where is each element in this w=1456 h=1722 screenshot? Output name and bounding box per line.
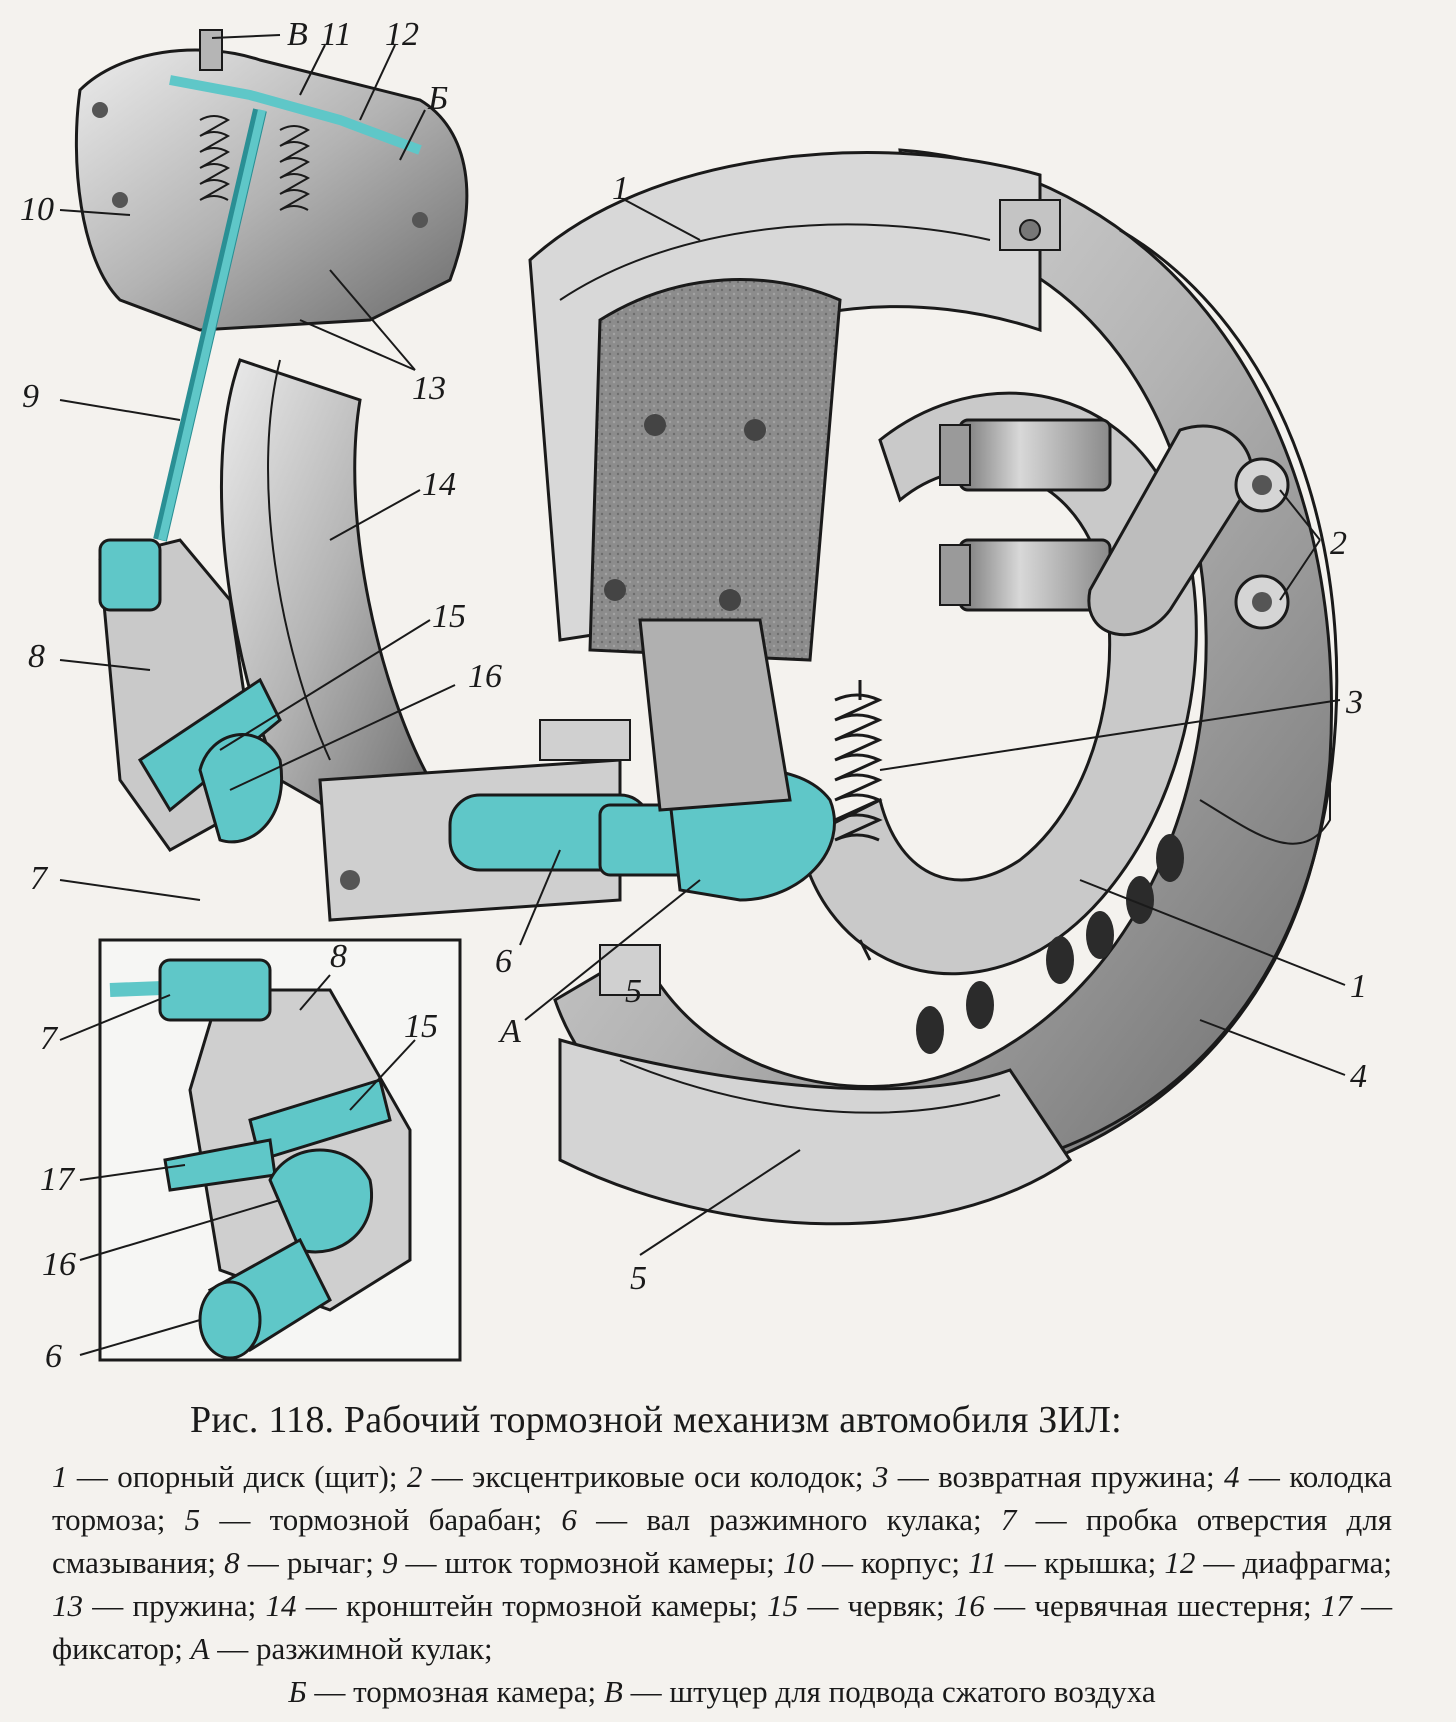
brake-illustration: [59, 29, 1346, 1362]
label-10: 10: [20, 191, 54, 228]
label-4: 4: [1350, 1058, 1367, 1095]
brake-mechanism-figure: В 11 12 Б 10 1 13 9 14 2 15 8 16 3 7 6 1…: [20, 16, 1367, 1375]
label-9: 9: [22, 378, 39, 415]
figure-legend: 1 — опорный диск (щит); 2 — эксцентриков…: [52, 1455, 1392, 1713]
label-8-main: 8: [28, 638, 45, 675]
legend-item-12: 12 — диафрагма;: [1164, 1545, 1393, 1580]
legend-item-7: 7 — пробка отверстия для смазывания;: [52, 1502, 1393, 1580]
label-1-top: 1: [612, 170, 629, 207]
label-3: 3: [1346, 684, 1363, 721]
legend-item-5: 5 — тормозной барабан;: [184, 1502, 543, 1537]
label-a: А: [500, 1013, 521, 1050]
backing-plate: [798, 391, 1198, 1054]
inset-detail: [98, 938, 462, 1362]
legend-item-9: 9 — шток тормозной камеры;: [381, 1545, 775, 1580]
brake-shoe-upper: [528, 151, 1061, 662]
return-spring: [834, 680, 883, 961]
legend-item-1: 1 — опорный диск (щит);: [52, 1459, 398, 1494]
label-5-bottom: 5: [630, 1260, 647, 1297]
chamber-bracket: [219, 358, 432, 863]
label-12: 12: [385, 16, 419, 53]
expander-shaft: [318, 618, 836, 996]
label-15-inset: 15: [404, 1008, 438, 1045]
legend-item-10: 10 — корпус;: [782, 1545, 960, 1580]
label-5-inset: 5: [625, 973, 642, 1010]
label-6-inset: 6: [45, 1338, 62, 1375]
label-1-right: 1: [1350, 968, 1367, 1005]
legend-item-15: 15 — червяк;: [767, 1588, 945, 1623]
brake-shoe-lower: [558, 1038, 1073, 1226]
label-14: 14: [422, 466, 456, 503]
slack-adjuster-lever: [98, 538, 360, 890]
label-16-main: 16: [468, 658, 502, 695]
legend-item-14: 14 — кронштейн тормозной камеры;: [265, 1588, 758, 1623]
label-16-inset: 16: [42, 1246, 76, 1283]
legend-item-13: 13 — пружина;: [52, 1588, 257, 1623]
label-7-main: 7: [30, 860, 47, 897]
label-11: 11: [320, 16, 352, 53]
label-6-main: 6: [495, 943, 512, 980]
label-v: В: [287, 16, 308, 53]
label-b: Б: [428, 80, 449, 117]
label-17: 17: [40, 1161, 74, 1198]
legend-item-a: А — разжимной кулак;: [190, 1631, 493, 1666]
legend-item-b: Б — тормозная камера;: [288, 1674, 597, 1709]
label-2: 2: [1330, 525, 1347, 562]
legend-item-8: 8 — рычаг;: [224, 1545, 374, 1580]
legend-item-2: 2 — эксцентриковые оси колодок;: [406, 1459, 864, 1494]
brake-chamber: [74, 29, 469, 542]
label-8-inset: 8: [330, 938, 347, 975]
legend-item-6: 6 — вал разжимного кулака;: [561, 1502, 982, 1537]
legend-item-v: В — штуцер для подвода сжатого воздуха: [603, 1674, 1156, 1709]
legend-item-11: 11 — крышка;: [968, 1545, 1157, 1580]
label-7-inset: 7: [40, 1020, 57, 1057]
legend-item-17: 17 — фиксатор;: [52, 1588, 1393, 1666]
eccentric-axles: [939, 418, 1290, 637]
label-13: 13: [412, 370, 446, 407]
leader-lines: [59, 34, 1346, 1356]
label-15-main: 15: [432, 598, 466, 635]
legend-item-4: 4 — колодка тормоза;: [52, 1459, 1392, 1537]
legend-item-3: 3 — возвратная пружина;: [872, 1459, 1215, 1494]
legend-item-16: 16 — червячная шестерня;: [953, 1588, 1312, 1623]
figure-caption-title: Рис. 118. Рабочий тормозной механизм авт…: [190, 1399, 1122, 1441]
